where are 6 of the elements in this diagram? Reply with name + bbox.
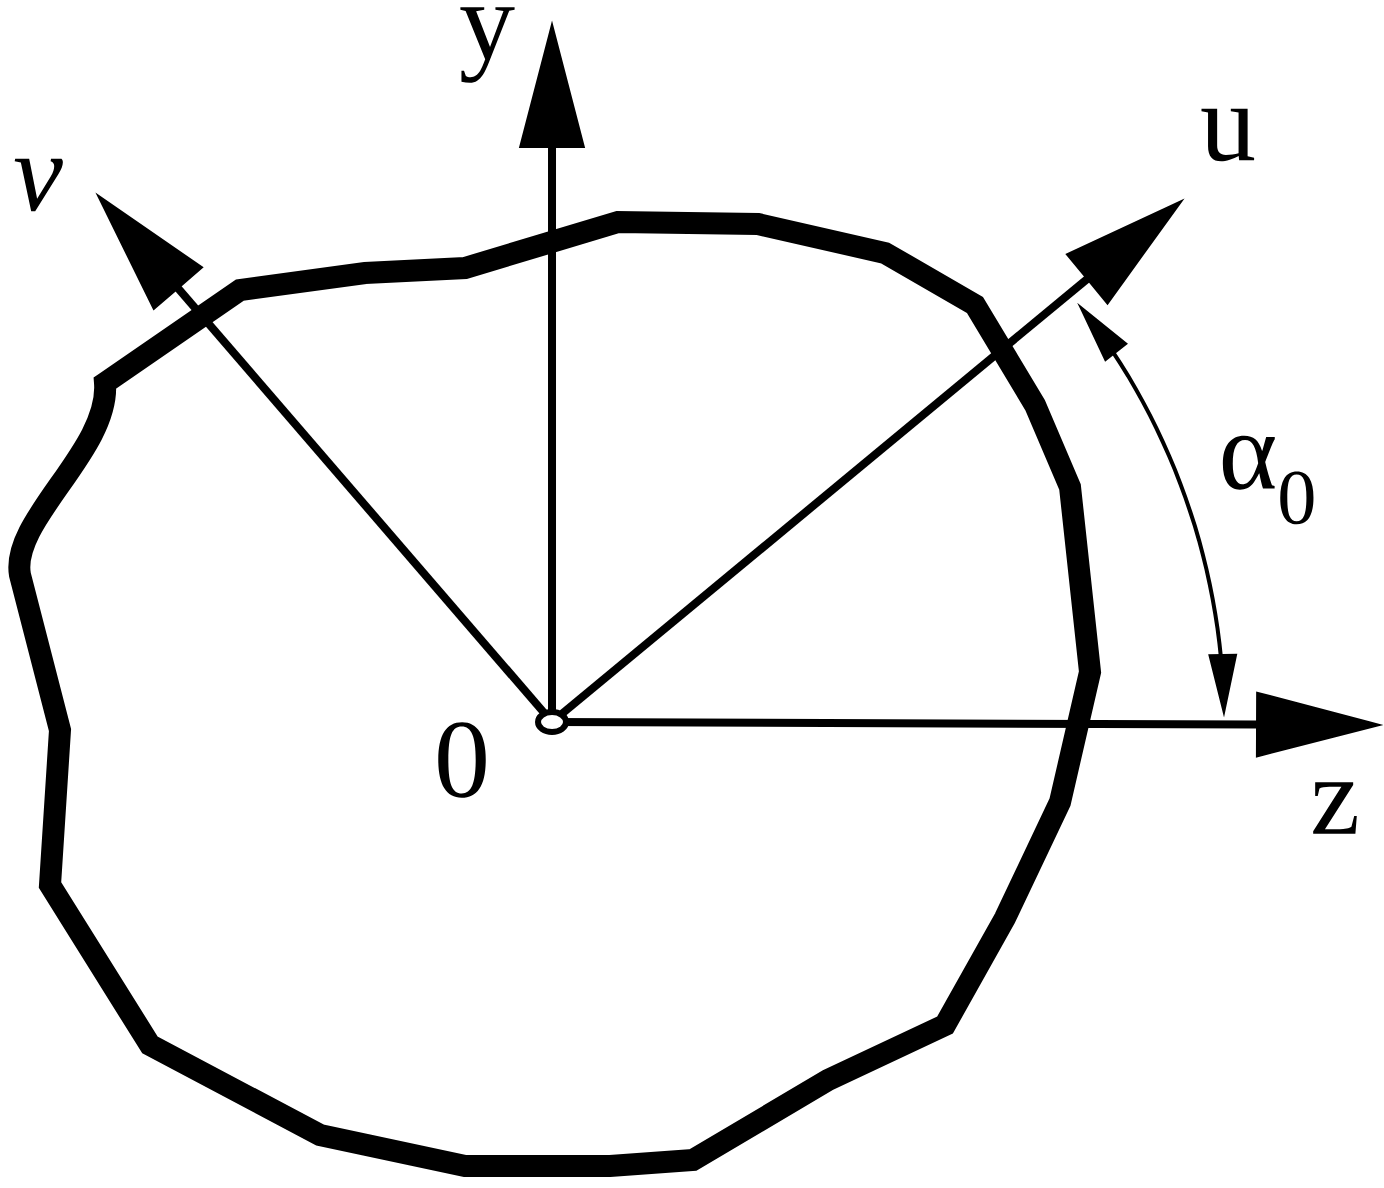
- axis-label: y: [460, 7, 515, 83]
- axis-label: u: [1201, 108, 1255, 162]
- axis-label: z: [1313, 782, 1357, 834]
- origin-label: 0: [438, 722, 486, 798]
- axis-label: v: [14, 158, 63, 212]
- angle-label: α$_{0}$: [1222, 435, 1314, 525]
